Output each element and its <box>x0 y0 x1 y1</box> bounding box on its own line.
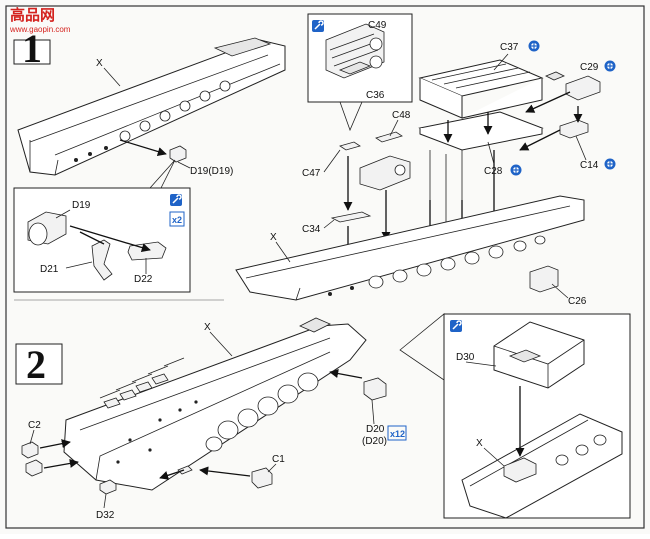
label-c37: C37 <box>500 42 519 53</box>
step-1: 1 X D19(D19) <box>13 13 617 307</box>
hull-step2 <box>63 317 367 491</box>
label-c26: C26 <box>568 296 587 307</box>
detail-inset-step2 <box>399 313 631 519</box>
label-x-step2-inset: X <box>476 438 483 449</box>
cement-wrench-icon-step2 <box>449 319 463 333</box>
label-d30: D30 <box>456 352 475 363</box>
svg-text:x12: x12 <box>390 429 405 439</box>
step-2-marker-box <box>15 343 63 385</box>
label-c2: C2 <box>28 420 41 431</box>
detail-inset-d19 <box>13 159 191 293</box>
svg-text:www.gaopin.com: www.gaopin.com <box>9 25 71 34</box>
engine-deck-parts <box>418 59 601 241</box>
label-c1: C1 <box>272 454 285 465</box>
label-d32: D32 <box>96 510 115 521</box>
label-x-step2-hull: X <box>204 322 211 333</box>
label-d20: D20 <box>366 424 385 435</box>
label-c49: C49 <box>368 20 387 31</box>
optional-part-icon-c14 <box>603 157 617 171</box>
label-c47: C47 <box>302 168 321 179</box>
parts-d20 <box>329 369 387 401</box>
lower-hull-step1 <box>17 37 286 176</box>
label-d21: D21 <box>40 264 59 275</box>
quantity-badge-x12: x12 <box>387 425 407 441</box>
label-c14: C14 <box>580 160 599 171</box>
svg-text:高品网: 高品网 <box>10 6 55 24</box>
part-d19-small <box>119 139 187 163</box>
quantity-badge-x2: x2 <box>169 211 185 227</box>
label-c28: C28 <box>484 166 503 177</box>
label-c48: C48 <box>392 110 411 121</box>
svg-text:x2: x2 <box>172 215 182 225</box>
label-c36: C36 <box>366 90 385 101</box>
step-1-marker-box <box>13 39 51 65</box>
step-1-number: 1 <box>22 26 42 71</box>
step-2: 2 X D20 (D20) x12 <box>15 313 631 521</box>
lower-hull-step1-right <box>235 195 585 301</box>
cement-wrench-icon <box>169 193 183 207</box>
step-2-number: 2 <box>26 342 46 387</box>
site-watermark: 高品网 www.gaopin.com <box>9 6 71 34</box>
label-d22: D22 <box>134 274 153 285</box>
optional-part-icon-c37 <box>527 39 541 53</box>
sheet-border <box>5 5 645 529</box>
label-d19-step1: D19(D19) <box>190 166 233 177</box>
optional-part-icon-c28 <box>509 163 523 177</box>
label-d19-inset: D19 <box>72 200 91 211</box>
label-c34: C34 <box>302 224 321 235</box>
cement-wrench-icon-engine <box>311 19 325 33</box>
detail-inset-engine <box>307 13 413 132</box>
label-x-step1-right: X <box>270 232 277 243</box>
label-x-step1-hull: X <box>96 58 103 69</box>
label-c29: C29 <box>580 62 599 73</box>
optional-part-icon-c29 <box>603 59 617 73</box>
parts-c1-c2-d32 <box>21 439 273 495</box>
label-d20-alt: (D20) <box>362 436 387 447</box>
engine-parts <box>330 131 411 271</box>
